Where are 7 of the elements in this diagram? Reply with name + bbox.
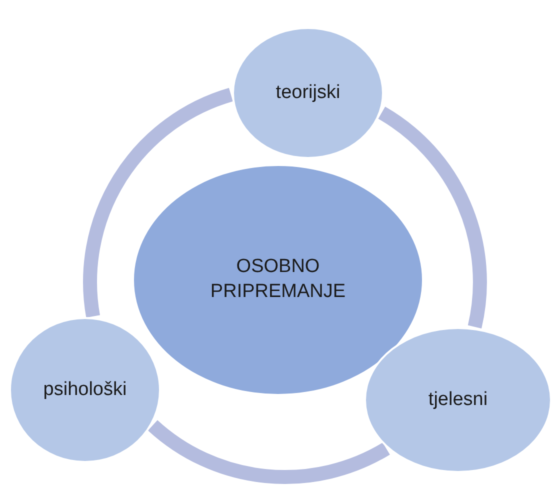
node-label: psihološki (43, 378, 127, 402)
cycle-arc (148, 420, 390, 484)
node-label: teorijski (276, 80, 340, 105)
node-label: tjelesni (428, 388, 488, 412)
cycle-arc (83, 88, 234, 318)
node-label: OSOBNO PRIPREMANJE (209, 255, 347, 304)
cycle-arc (378, 106, 487, 328)
